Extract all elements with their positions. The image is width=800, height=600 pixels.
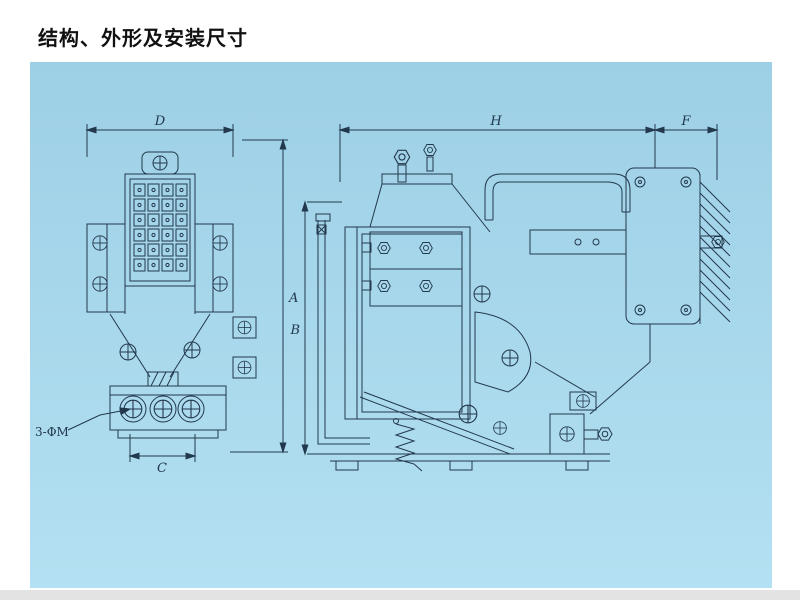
wall-hatching — [699, 174, 731, 324]
hole-note-leader — [67, 407, 132, 431]
dimension-labels: D A C 3-ΦM H F B — [35, 114, 691, 476]
dim-label-A: A — [288, 291, 298, 306]
left-angle-bracket — [315, 213, 370, 445]
spring — [394, 423, 416, 465]
dim-label-F: F — [680, 114, 691, 129]
drawing-panel: D A C 3-ΦM H F B — [30, 62, 772, 588]
dimension-A — [230, 138, 288, 454]
bottom-edge — [0, 590, 800, 600]
top-cap — [141, 151, 179, 175]
front-view-drawing — [67, 124, 288, 462]
right-bracket — [194, 223, 234, 313]
dim-label-H: H — [489, 114, 502, 129]
mounting-base — [109, 371, 227, 439]
main-body — [344, 226, 651, 420]
handle-loop — [484, 173, 631, 221]
dimension-F — [653, 124, 719, 180]
dimension-H — [338, 124, 657, 182]
contact-body — [124, 173, 196, 287]
page-title: 结构、外形及安装尺寸 — [38, 26, 248, 50]
dim-label-C: C — [157, 461, 167, 476]
dimension-D — [85, 124, 235, 157]
technical-drawing: D A C 3-ΦM H F B — [35, 114, 731, 476]
mounting-plate — [529, 167, 725, 325]
dimension-C — [128, 434, 197, 462]
hole-note-label: 3-ΦM — [35, 425, 69, 439]
side-view-drawing — [301, 124, 731, 472]
dim-label-B: B — [289, 323, 300, 338]
left-bracket — [86, 223, 126, 313]
dim-label-D: D — [154, 114, 166, 129]
right-terminal-pads — [232, 316, 257, 379]
lever-linkage — [109, 286, 211, 378]
upper-bolts — [369, 144, 491, 233]
bottom-mechanism — [330, 391, 613, 472]
